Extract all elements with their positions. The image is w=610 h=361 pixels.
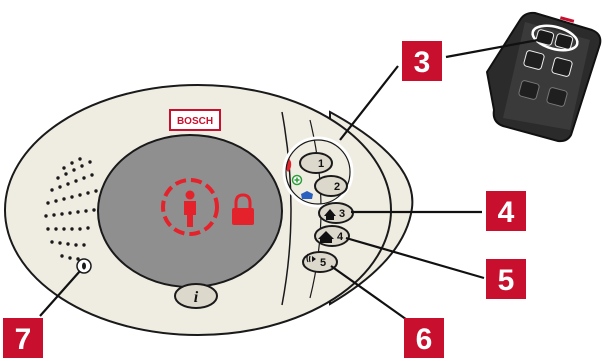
side-button-1[interactable]: 1 (299, 152, 333, 174)
home-icon (324, 209, 336, 220)
callout-7: 7 (3, 318, 43, 358)
keyfob-top-buttons (531, 24, 579, 52)
control-panel: BOSCH (4, 84, 414, 336)
brand-logo: BOSCH (169, 109, 221, 131)
svg-text:2: 2 (334, 181, 340, 193)
medical-plus-icon (291, 174, 303, 186)
side-button-4[interactable]: 4 (314, 225, 350, 247)
lock-icon (232, 193, 254, 225)
side-button-3[interactable]: 3 (318, 202, 354, 224)
leader-3 (339, 65, 399, 141)
lock-button-icon (554, 33, 574, 50)
svg-text:3: 3 (339, 208, 345, 220)
leader-7 (39, 270, 81, 317)
leader-3-fob (445, 38, 539, 59)
callout-6: 6 (404, 318, 444, 358)
police-icon (301, 191, 313, 199)
side-button-2[interactable]: 2 (314, 175, 348, 197)
svg-text:4: 4 (498, 196, 515, 229)
svg-text:1: 1 (318, 158, 324, 170)
callout-4: 4 (486, 191, 526, 231)
callout-3: 3 (402, 41, 442, 81)
svg-text:3: 3 (414, 46, 431, 79)
person-icon (161, 178, 219, 236)
svg-text:7: 7 (15, 323, 32, 356)
svg-text:BOSCH: BOSCH (177, 116, 213, 127)
svg-text:5: 5 (320, 257, 326, 269)
unlock-button-icon (535, 29, 555, 46)
leader-5 (345, 236, 485, 280)
svg-text:5: 5 (498, 264, 515, 297)
panic-sound-icon (306, 253, 316, 263)
light-sensor-icon (76, 258, 92, 274)
aux-button-icon (551, 57, 573, 77)
side-button-5[interactable]: 5 (302, 251, 338, 273)
keyfob (485, 11, 602, 143)
svg-text:i: i (194, 289, 199, 306)
aux-button-icon (523, 50, 545, 70)
info-button[interactable]: i (174, 283, 218, 309)
leader-6 (330, 265, 411, 323)
svg-text:6: 6 (416, 323, 433, 356)
svg-text:4: 4 (337, 231, 344, 243)
speaker-holes (44, 157, 98, 261)
away-home-icon (318, 231, 334, 243)
callout-5: 5 (486, 259, 526, 299)
